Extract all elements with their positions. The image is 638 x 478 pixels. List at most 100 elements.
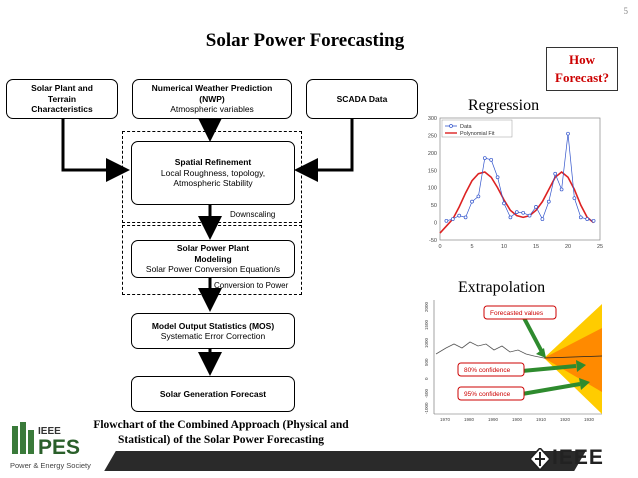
extrap-ytick-4: 500 [424,358,429,366]
regression-ytick-0: -50 [429,238,437,244]
footer-stripe [104,451,586,471]
regression-data-point [566,131,570,136]
forecast-callout: Forecasted values [490,310,544,317]
plant-model-line-3: Solar Power Conversion Equation/s [145,264,281,275]
conversion-group [122,225,302,295]
downscaling-label: Downscaling [230,210,276,219]
regression-data-point [521,210,526,215]
spatial-line-2: Local Roughness, topology, [160,167,266,178]
regression-data-point [489,157,494,162]
extrapolation-chart: 2000 1500 1000 500 0 -500 -1000 1970 198… [416,296,606,426]
extrap-xtick-6: 1920 [560,417,571,422]
regression-xtick-3: 15 [533,244,539,250]
regression-data-point [495,175,500,180]
regression-ytick-3: 100 [428,186,437,192]
regression-data-point [514,210,519,214]
mos-box: Model Output Statistics (MOS) Systematic… [131,313,295,349]
regression-data-point [457,213,462,218]
caption-line-2: Statistical) of the Solar Power Forecast… [117,434,324,446]
plant-line-3: Characteristics [31,104,93,115]
legend-data-label: Data [460,124,473,130]
nwp-box: Numerical Weather Prediction (NWP) Atmos… [132,79,292,119]
nwp-line-3: Atmospheric variables [170,104,254,115]
ieee-wordmark: IEEE [552,446,604,469]
confidence-95-callout: 95% confidence [464,391,511,398]
regression-ytick-6: 250 [428,133,437,139]
regression-data-point [534,205,538,209]
regression-data-point [572,196,577,201]
regression-xtick-4: 20 [565,244,571,250]
extrap-xtick-3: 1990 [488,417,499,422]
history-line [435,341,545,359]
regression-data-point [578,215,583,220]
regression-plot-frame [439,117,601,241]
regression-data-line [446,133,594,222]
arrow-plant-to-spatial [61,118,130,182]
generation-forecast-box: Solar Generation Forecast [131,376,295,412]
mos-title: Model Output Statistics (MOS) [151,320,275,331]
arrow-scada-to-spatial [294,118,354,182]
confidence-80-callout: 80% confidence [464,367,511,374]
extrap-ytick-7: -1000 [424,402,429,414]
regression-data-point [463,215,468,220]
regression-legend [441,119,513,138]
page-number: 5 [623,6,629,16]
scada-label: SCADA Data [336,93,388,104]
pes-mark: PES [38,436,80,459]
regression-data-point [546,199,551,204]
how-line-2: Forecast? [555,70,609,85]
regression-data-point [482,156,487,160]
regression-data-point [450,217,455,221]
plant-model-title-2: Modeling [194,253,232,264]
extrap-ytick-6: -500 [424,388,429,398]
extrap-xtick-2: 1980 [464,417,475,422]
pes-logo: IEEE PES Power & Energy Society [10,422,91,470]
extrap-xtick-7: 1930 [584,417,595,422]
extrap-ytick-3: 1000 [424,337,429,348]
legend-fit-label: Polynomial Fit [460,131,495,137]
confidence-80-fan [544,328,602,392]
spatial-line-3: Atmospheric Stability [173,178,253,189]
extrap-xtick-4: 1900 [512,417,523,422]
regression-data-point [559,187,564,192]
plant-model-title-1: Solar Power Plant [176,243,250,254]
legend-data-marker [449,124,453,128]
flowchart-caption: Flowchart of the Combined Approach (Phys… [56,418,386,448]
pes-society: Power & Energy Society [10,461,91,470]
extrap-xtick-5: 1910 [536,417,547,422]
regression-xtick-0: 0 [438,244,441,250]
regression-data-point [553,171,558,176]
regression-data-point [470,199,474,204]
how-line-1: How [569,52,595,67]
regression-data-point [591,218,596,223]
regression-data-point [585,217,590,221]
nwp-line-1: Numerical Weather Prediction [151,83,273,94]
regression-ytick-7: 300 [428,116,437,122]
regression-data-point [540,217,545,221]
extrap-xtick-1: 1970 [440,417,451,422]
plant-modeling-box: Solar Power Plant Modeling Solar Power C… [131,240,295,278]
regression-xtick-5: 25 [597,244,603,250]
regression-ytick-1: 0 [434,221,437,227]
mos-line-2: Systematic Error Correction [160,331,266,341]
regression-data-point [527,213,532,218]
regression-ytick-2: 50 [431,203,437,209]
extrap-ytick-5: 0 [424,377,429,380]
slide-title: Solar Power Forecasting [205,30,405,51]
regression-ytick-4: 150 [428,168,437,174]
regression-data-point [508,215,513,220]
extrap-ytick-2: 1500 [424,319,429,330]
downscaling-group [122,131,302,223]
caption-line-1: Flowchart of the Combined Approach (Phys… [93,419,349,431]
flowchart-connectors [61,118,354,376]
nwp-line-2: (NWP) [199,93,225,104]
regression-data-point [444,218,449,223]
regression-xtick-1: 5 [470,244,473,250]
spatial-title: Spatial Refinement [174,157,252,168]
regression-label: Regression [468,97,540,114]
ieee-diamond-icon [530,448,550,470]
plant-line-1: Solar Plant and [31,83,93,94]
forecast-line [543,355,603,359]
how-forecast-box: How Forecast? [546,47,618,91]
